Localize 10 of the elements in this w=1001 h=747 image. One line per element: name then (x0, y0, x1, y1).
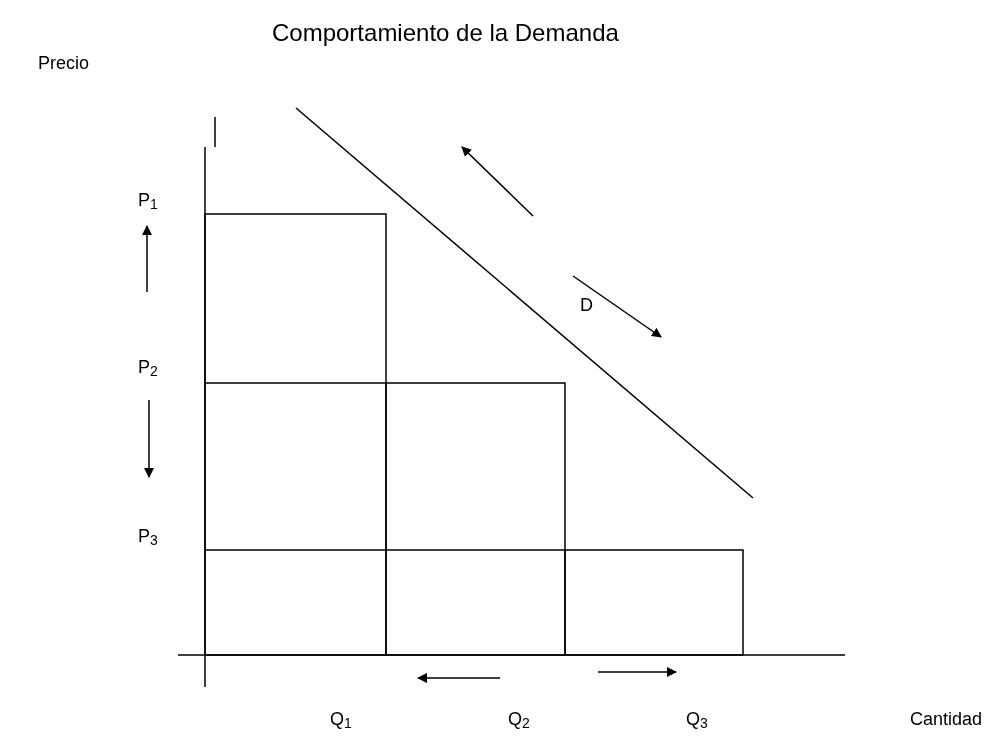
curve-label: D (580, 296, 593, 314)
axis-label: Cantidad (910, 710, 983, 728)
quantity-label: Q$_{2}$ (508, 710, 530, 730)
chart-title: Comportamiento de la Demanda (272, 21, 619, 45)
quantity-label: Q$_{3}$ (686, 710, 708, 730)
price-label: P$_{2}$ (138, 358, 158, 378)
price-label: P$_{3}$ (138, 527, 158, 547)
axis-label: Precio (38, 54, 90, 72)
quantity-label: Q$_{1}$ (330, 710, 352, 730)
price-label: P$_{1}$ (138, 191, 158, 211)
